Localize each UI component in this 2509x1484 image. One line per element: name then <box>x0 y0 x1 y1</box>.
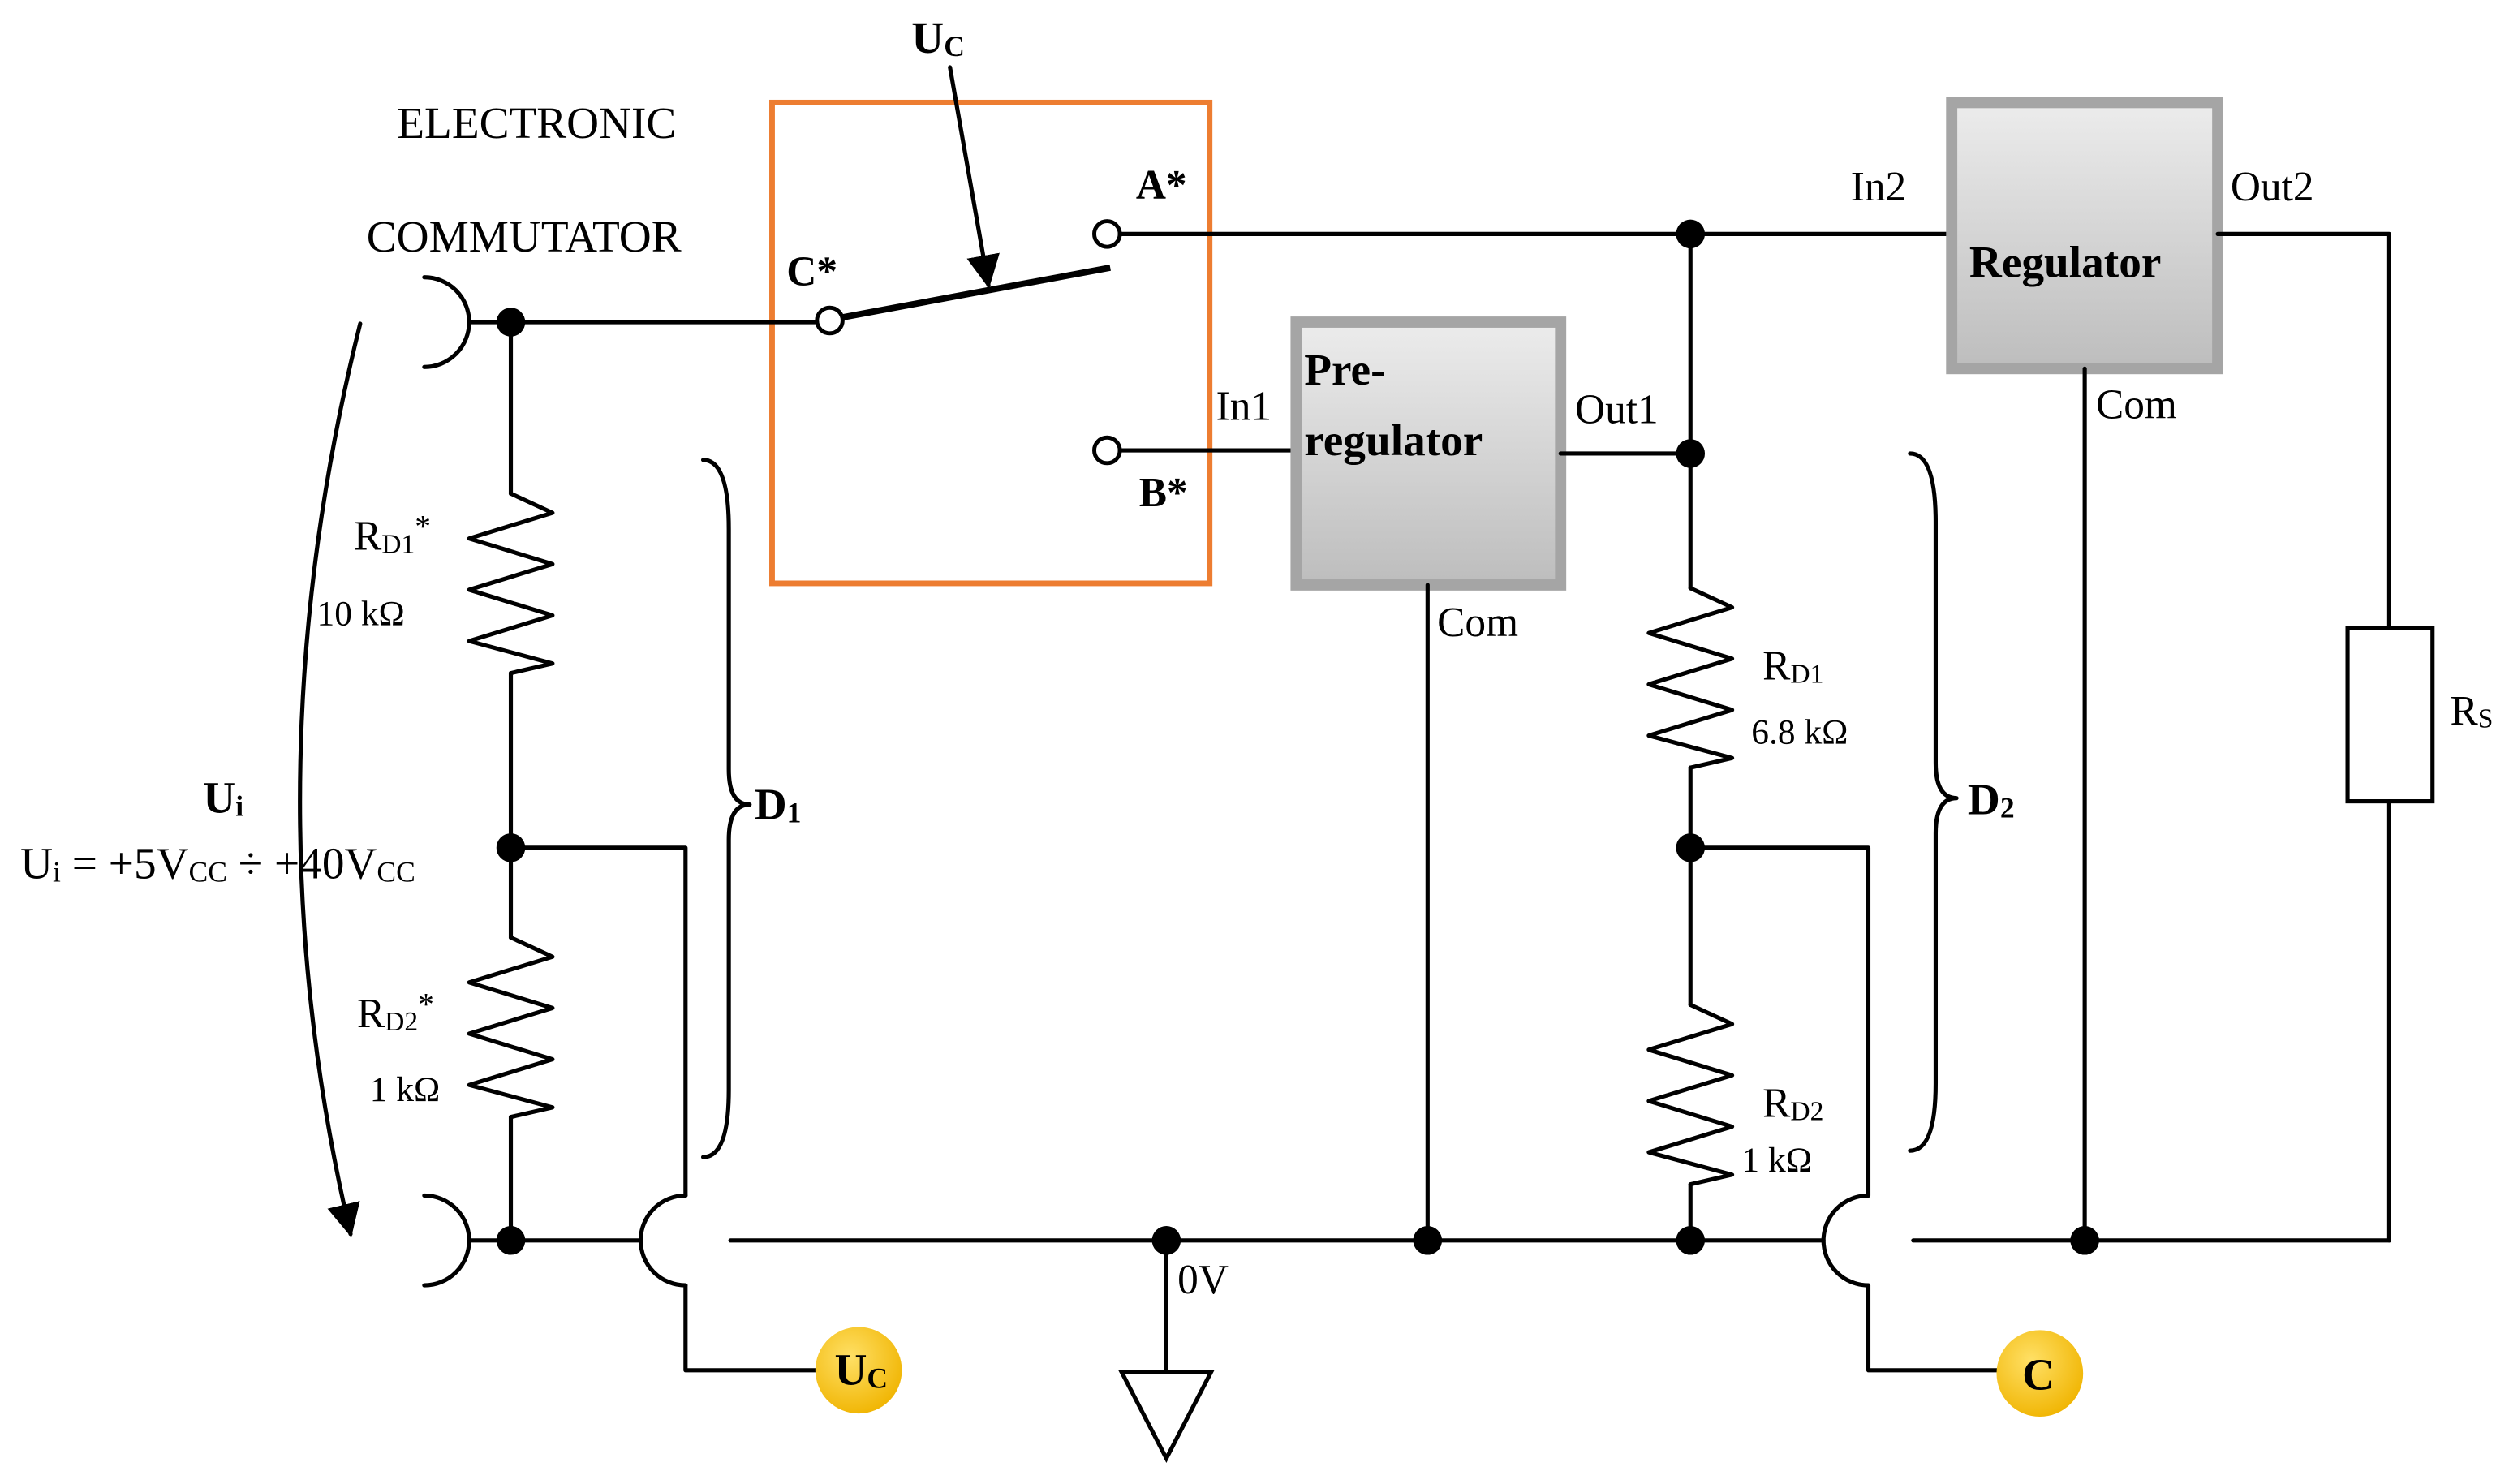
terminal-b-label: B* <box>1139 470 1188 516</box>
junction-dot <box>1676 833 1706 862</box>
brace-d1 <box>700 458 752 1159</box>
input-range: Ui = +5VCC ÷ +40VCC <box>20 838 415 888</box>
regulator-out-label: Out2 <box>2231 164 2314 210</box>
rd2-value: 1 kΩ <box>1741 1141 1812 1180</box>
regulator-in-label: In2 <box>1851 164 1906 210</box>
resistor-rd2-star <box>467 935 555 1120</box>
terminal-a <box>1092 219 1122 249</box>
preregulator-com-label: Com <box>1437 600 1518 646</box>
junction-dot <box>1676 1225 1706 1255</box>
commutator-frame <box>769 99 1213 587</box>
load-resistor-rs <box>2345 626 2435 804</box>
terminal-c <box>815 305 845 336</box>
terminal-a-label: A* <box>1136 162 1187 209</box>
commutator-title-line2: COMMUTATOR <box>367 212 682 261</box>
c-output-label: C <box>2022 1349 2055 1399</box>
wire-out2 <box>2215 231 2391 630</box>
junction-dot <box>496 1225 526 1255</box>
rd1-star-value: 10 kΩ <box>317 594 405 633</box>
control-arrow <box>948 65 1000 289</box>
uc-output-badge <box>815 1327 902 1414</box>
junction-dot <box>2070 1225 2099 1255</box>
control-uc-label: UC <box>911 13 965 62</box>
preregulator-in-label: In1 <box>1216 383 1272 429</box>
commutator-title-line1: ELECTRONIC <box>397 98 676 148</box>
resistor-rd1 <box>1646 586 1735 770</box>
input-terminal-top <box>422 275 471 369</box>
rd2-star-value: 1 kΩ <box>370 1070 441 1109</box>
wire-c-out <box>1866 1283 2001 1373</box>
input-symbol: Ui <box>203 772 243 822</box>
wire-crossover-1 <box>639 1193 688 1288</box>
rd2-label: RD2 <box>1762 1081 1823 1127</box>
rd1-star-label: RD1* <box>354 509 431 560</box>
wire-uc-out <box>683 1283 821 1373</box>
junction-dot <box>1413 1225 1443 1255</box>
uc-output-label: UC <box>835 1345 889 1395</box>
ground-label: 0V <box>1177 1257 1229 1303</box>
wire-crossover-2 <box>1821 1193 1871 1288</box>
brace-d2 <box>1908 451 1959 1153</box>
junction-dot <box>1151 1225 1181 1255</box>
switch-blade <box>841 264 1111 320</box>
resistor-rd1-star <box>467 491 555 676</box>
regulator-com-label: Com <box>2096 382 2177 428</box>
d2-label: D2 <box>1968 774 2015 824</box>
wire-d2-tap <box>1688 845 1871 1198</box>
junction-dot <box>496 308 526 337</box>
d1-label: D1 <box>755 779 802 828</box>
wire-d1-tap <box>508 845 688 1198</box>
regulator-title: Regulator <box>1969 238 2162 287</box>
junction-dot <box>1676 219 1706 249</box>
preregulator-line2: regulator <box>1304 415 1483 465</box>
resistor-rd2 <box>1646 1002 1735 1187</box>
c-output-badge <box>1996 1330 2084 1417</box>
junction-dot <box>496 833 526 862</box>
terminal-c-label: C* <box>786 249 837 295</box>
regulator-box <box>1946 97 2223 375</box>
input-voltage-arrow <box>298 321 363 1237</box>
input-terminal-bottom <box>422 1193 471 1288</box>
junction-dot <box>1676 439 1706 468</box>
load-label: RS <box>2450 688 2493 734</box>
preregulator-out-label: Out1 <box>1575 386 1659 432</box>
preregulator-line1: Pre- <box>1304 345 1385 394</box>
rd2-star-label: RD2* <box>357 986 434 1037</box>
ground-symbol <box>1117 1370 1215 1463</box>
terminal-b <box>1092 435 1122 466</box>
rd1-label: RD1 <box>1762 643 1823 689</box>
rd1-value: 6.8 kΩ <box>1751 712 1848 751</box>
